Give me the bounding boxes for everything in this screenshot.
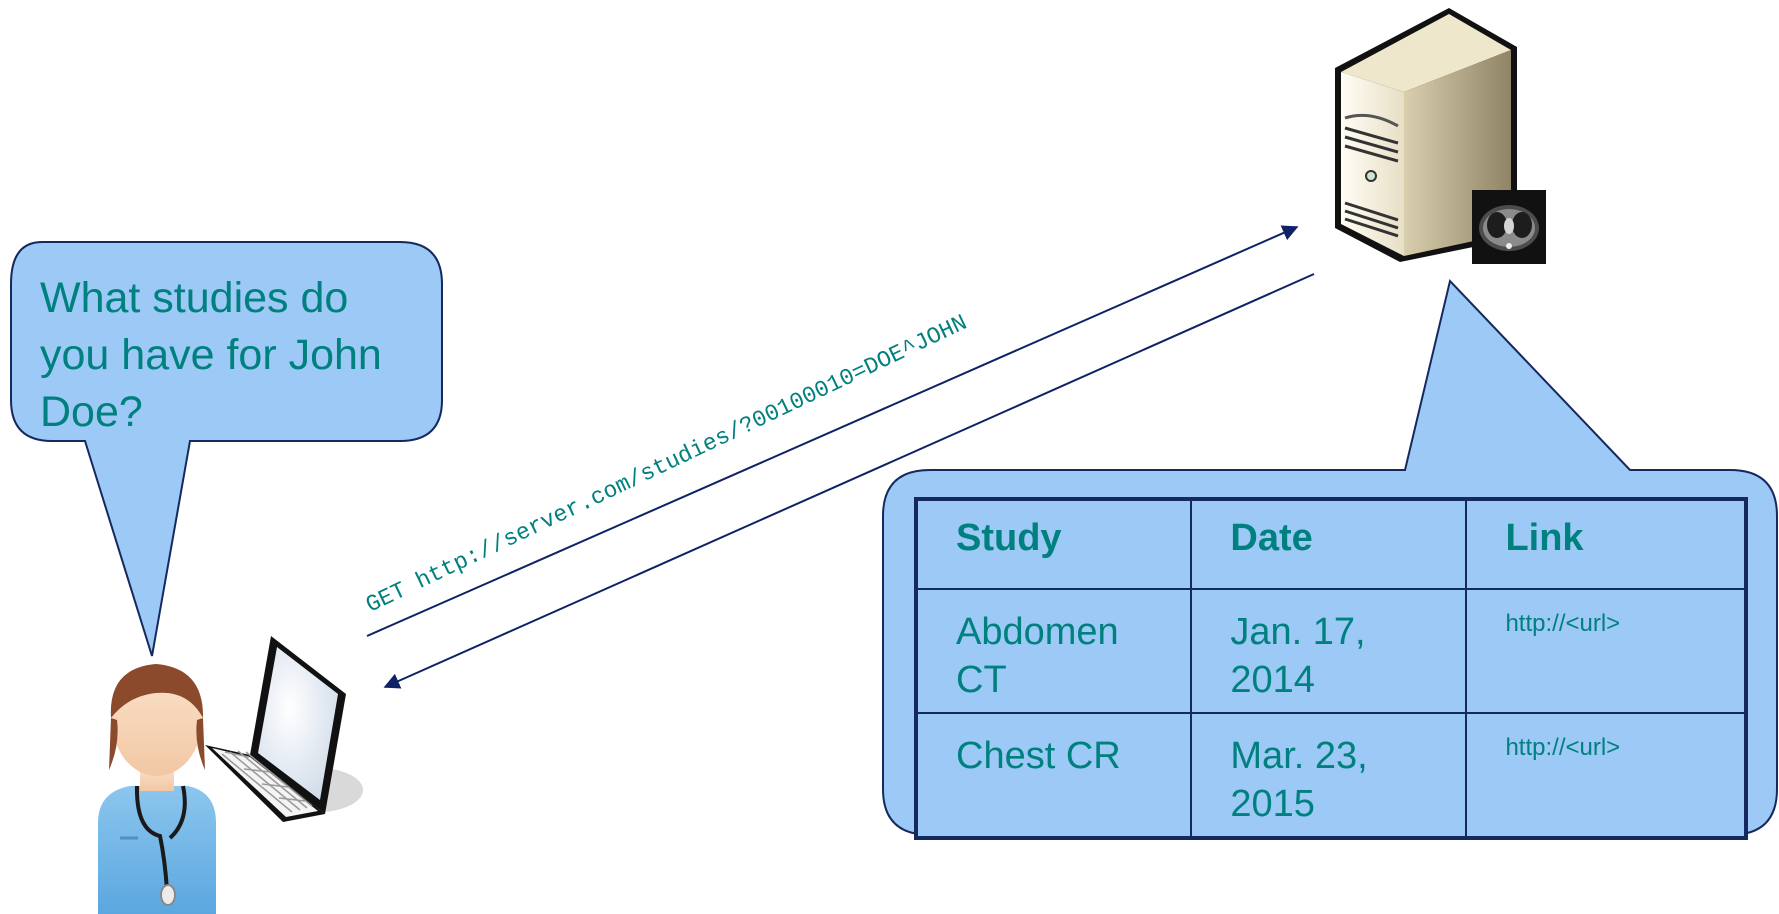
date-cell: Jan. 17, 2014	[1190, 588, 1468, 714]
table-row: Chest CR Mar. 23, 2015 http://<url>	[914, 712, 1747, 839]
date-cell: Mar. 23, 2015	[1190, 712, 1468, 839]
results-table-container: Study Date Link Abdomen CT Jan. 17, 2014…	[914, 497, 1748, 840]
laptop-icon	[205, 636, 363, 822]
results-table: Study Date Link Abdomen CT Jan. 17, 2014…	[914, 497, 1748, 840]
link-cell[interactable]: http://<url>	[1465, 588, 1747, 714]
ct-scan-icon	[1472, 190, 1546, 264]
header-link: Link	[1465, 498, 1747, 590]
table-header-row: Study Date Link	[914, 498, 1747, 590]
study-cell: Chest CR	[914, 712, 1193, 839]
speech-bubble-text: What studies do you have for John Doe?	[40, 274, 382, 436]
request-arrow	[366, 225, 1299, 637]
link-cell[interactable]: http://<url>	[1465, 712, 1747, 839]
study-cell: Abdomen CT	[914, 588, 1193, 714]
table-row: Abdomen CT Jan. 17, 2014 http://<url>	[914, 588, 1747, 714]
header-date: Date	[1190, 498, 1468, 590]
header-study: Study	[914, 498, 1193, 590]
doctor-icon	[98, 664, 216, 914]
speech-bubble	[10, 241, 443, 657]
response-arrow	[383, 273, 1315, 689]
